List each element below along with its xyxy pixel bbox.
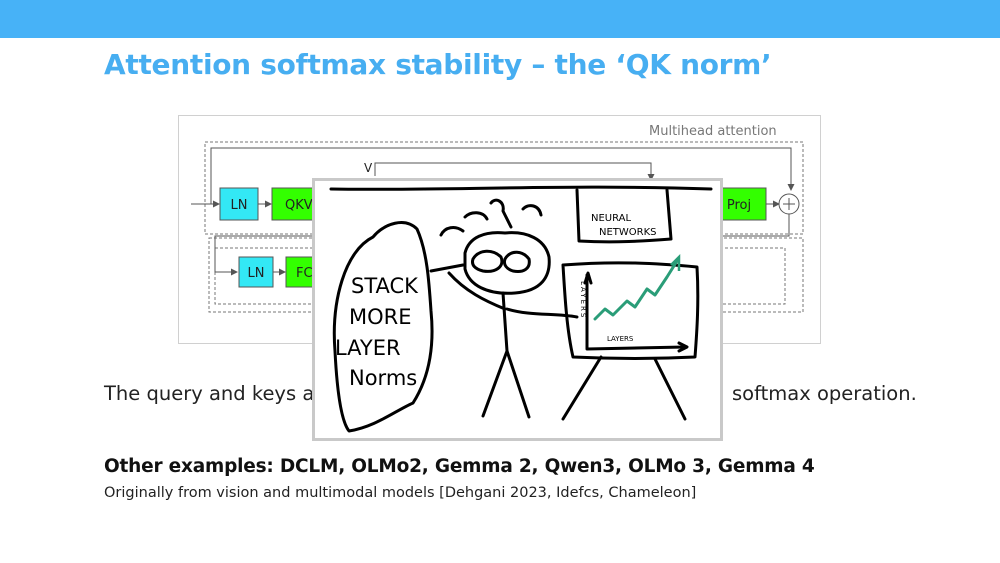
meme-text-layer: LAYER [335, 336, 401, 360]
qkv-label: QKV [285, 198, 313, 213]
attention-diagram-svg: Multihead attention LN QKV V Proj LN FC [191, 124, 804, 313]
meme-drawing: NEURAL NETWORKS STACK MORE LAYER Norms L… [329, 185, 713, 433]
residual-arrow-top [210, 147, 795, 204]
stick-arm-right [505, 307, 579, 319]
meme-text-stack: STACK [351, 274, 419, 298]
v-label: V [364, 161, 373, 175]
chart-trend-arrow [670, 253, 681, 271]
easel-leg-right [653, 357, 687, 421]
meme-text-norms: Norms [349, 366, 417, 390]
body-text-right: softmax operation. [732, 382, 917, 405]
stick-arm-left [447, 271, 507, 311]
antenna-left [439, 226, 465, 237]
origin-note: Originally from vision and multimodal mo… [104, 485, 697, 501]
goggle-right [503, 250, 531, 273]
stick-leg-right [505, 349, 531, 419]
slide-title: Attention softmax stability – the ‘QK no… [104, 48, 772, 81]
chart-y-label: LAYERS [579, 281, 587, 319]
fc-label: FC [296, 266, 313, 281]
antenna-mid [463, 211, 489, 221]
proj-box [716, 187, 767, 221]
neural-sign-line2: NETWORKS [599, 227, 657, 238]
stick-head [463, 231, 551, 295]
ln-bottom-label: LN [248, 266, 265, 281]
stick-leg-left [481, 349, 509, 418]
top-bar [0, 0, 1000, 38]
residual-to-mlp-arrow [214, 214, 790, 276]
speech-bubble [332, 221, 434, 433]
neural-sign-line1: NEURAL [591, 213, 632, 224]
other-examples: Other examples: DCLM, OLMo2, Gemma 2, Qw… [104, 456, 815, 477]
chart-x-arrow [677, 341, 689, 353]
chart-trend-line [593, 259, 679, 321]
antenna-right [489, 198, 513, 229]
meme-text-more: MORE [349, 305, 412, 329]
diagram-caption: Multihead attention [649, 124, 777, 139]
qkv-box [271, 187, 318, 221]
stack-more-layers-meme: NEURAL NETWORKS STACK MORE LAYER Norms L… [312, 178, 723, 441]
v-arrow [374, 162, 655, 181]
bubble-tail [429, 263, 465, 273]
chart-y-arrow [583, 271, 593, 285]
neural-sign-frame [575, 188, 673, 244]
goggle-left [471, 249, 504, 273]
body-text-left: The query and keys ar [104, 382, 323, 405]
ln-top-label: LN [231, 198, 248, 213]
fc-box [285, 256, 317, 288]
antenna-far [521, 204, 543, 217]
chart-board [561, 261, 700, 360]
chart-axes [585, 273, 687, 351]
ceiling-line [329, 185, 713, 191]
stick-body [501, 291, 509, 353]
proj-label: Proj [727, 198, 751, 213]
easel-leg-left [561, 355, 603, 421]
chart-x-label: LAYERS [607, 335, 634, 343]
